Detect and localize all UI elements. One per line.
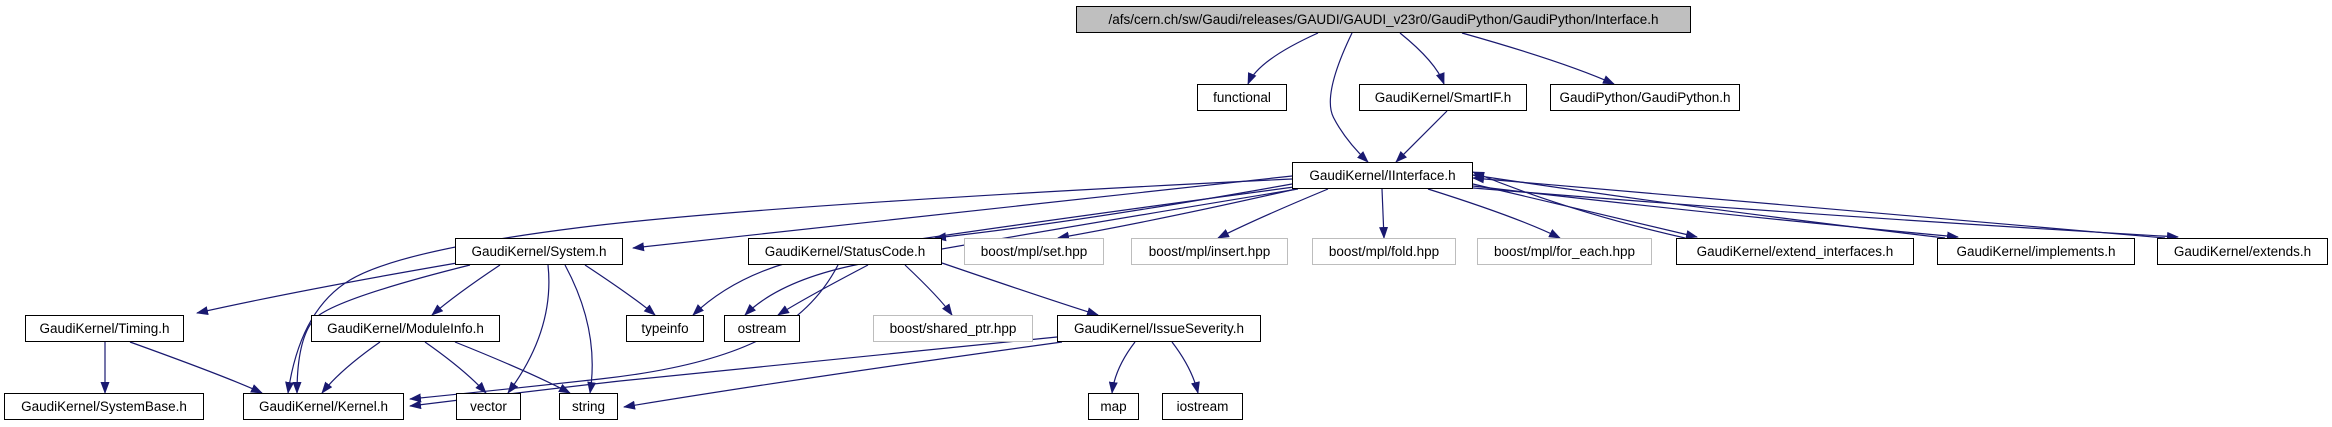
graph-node-kernel[interactable]: GaudiKernel/Kernel.h (243, 393, 404, 420)
edge-system-vector (507, 264, 550, 394)
edge-iinterface-statuscode (934, 183, 1293, 242)
edge-issuesev-string (623, 341, 1063, 410)
graph-node-moduleinfo[interactable]: GaudiKernel/ModuleInfo.h (311, 315, 500, 342)
edge-interface-iinterface (1329, 32, 1369, 163)
edge-statuscode-issuesev (941, 262, 1099, 317)
graph-node-fold[interactable]: boost/mpl/fold.hpp (1312, 238, 1456, 265)
edge-iinterface-fold (1379, 188, 1389, 239)
edge-system-string (564, 264, 597, 394)
edge-moduleinfo-string (454, 341, 571, 394)
graph-node-statuscode[interactable]: GaudiKernel/StatusCode.h (748, 238, 942, 265)
edge-iinterface-set (1057, 188, 1297, 241)
edge-interface-gaudipython (1461, 32, 1615, 85)
graph-node-systembase[interactable]: GaudiKernel/SystemBase.h (4, 393, 204, 420)
edge-smartif-iinterface (1395, 110, 1448, 163)
edge-system-moduleinfo (431, 264, 501, 316)
edge-iinterface-kernel (285, 178, 1293, 394)
graph-node-system[interactable]: GaudiKernel/System.h (455, 238, 623, 265)
graph-node-typeinfo[interactable]: typeinfo (626, 315, 704, 342)
edge-system-timing (196, 262, 458, 315)
graph-node-iinterface[interactable]: GaudiKernel/IInterface.h (1292, 162, 1473, 189)
edge-iinterface-insert (1217, 188, 1329, 239)
edge-issuesev-map (1108, 341, 1136, 394)
edge-statuscode-ostream (777, 264, 869, 316)
graph-node-set[interactable]: boost/mpl/set.hpp (964, 238, 1104, 265)
graph-node-ostream[interactable]: ostream (724, 315, 800, 342)
graph-node-sharedptr[interactable]: boost/shared_ptr.hpp (873, 315, 1033, 342)
edge-system-typeinfo (584, 264, 656, 316)
graph-node-timing[interactable]: GaudiKernel/Timing.h (25, 315, 184, 342)
graph-node-iostream[interactable]: iostream (1162, 393, 1243, 420)
edge-iinterface-foreach (1427, 188, 1561, 239)
edge-interface-functional (1247, 32, 1319, 85)
graph-node-gaudipython[interactable]: GaudiPython/GaudiPython.h (1550, 84, 1740, 111)
edge-iinterface-extends (1472, 187, 2179, 241)
graph-node-insert[interactable]: boost/mpl/insert.hpp (1131, 238, 1288, 265)
edge-extint-iinterface (1472, 171, 1686, 239)
graph-node-functional[interactable]: functional (1197, 84, 1287, 111)
graph-node-implements[interactable]: GaudiKernel/implements.h (1937, 238, 2135, 265)
graph-node-interface[interactable]: /afs/cern.ch/sw/Gaudi/releases/GAUDI/GAU… (1076, 6, 1691, 33)
graph-node-extends[interactable]: GaudiKernel/extends.h (2157, 238, 2328, 265)
edge-moduleinfo-kernel (321, 341, 381, 394)
edge-interface-smartif (1399, 32, 1445, 85)
graph-node-smartif[interactable]: GaudiKernel/SmartIF.h (1359, 84, 1527, 111)
edge-implements-iinterface (1472, 172, 1946, 239)
edge-extends-iinterface (1472, 174, 2166, 239)
graph-node-foreach[interactable]: boost/mpl/for_each.hpp (1477, 238, 1652, 265)
graph-node-issuesev[interactable]: GaudiKernel/IssueSeverity.h (1057, 315, 1261, 342)
edge-statuscode-kernel (409, 264, 839, 403)
edge-iinterface-system (632, 175, 1293, 252)
edge-statuscode-sharedptr (904, 264, 953, 316)
graph-node-map[interactable]: map (1088, 393, 1139, 420)
graph-node-string[interactable]: string (559, 393, 618, 420)
graph-node-vector[interactable]: vector (456, 393, 521, 420)
graph-node-extint[interactable]: GaudiKernel/extend_interfaces.h (1676, 238, 1914, 265)
edge-issuesev-iostream (1171, 341, 1200, 394)
edge-timing-kernel (129, 341, 263, 394)
edge-moduleinfo-vector (424, 341, 487, 394)
